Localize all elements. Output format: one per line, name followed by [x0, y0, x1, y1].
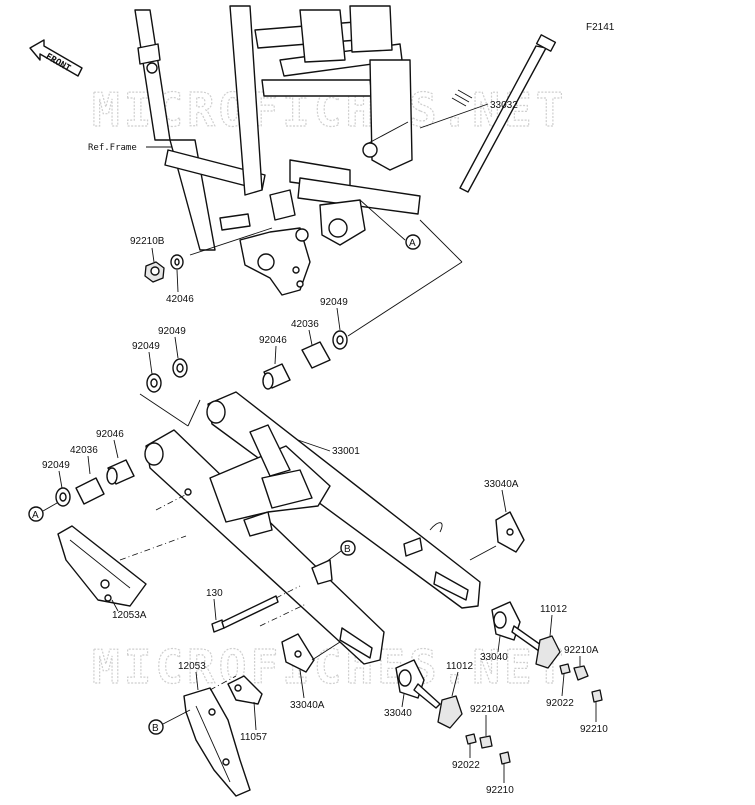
ref-frame-label: Ref.Frame: [88, 143, 137, 153]
block-11012-left: [437, 695, 463, 729]
part-92210a-right: 92210A: [564, 645, 599, 656]
block-11012-right: [535, 635, 561, 669]
part-33040-left: 33040: [384, 708, 412, 719]
watermark-bottom: MICROFICHES.NET: [92, 640, 567, 694]
adjuster-33040-left: [395, 659, 441, 709]
figure-id: F2141: [586, 22, 615, 33]
part-92022-right: 92022: [546, 698, 574, 709]
part-92210-right: 92210: [580, 724, 608, 735]
washer-92022-right: [559, 663, 571, 675]
bolt-130: [211, 595, 279, 633]
frame-assembly: [134, 5, 421, 296]
part-33040a-left: 33040A: [290, 700, 325, 711]
ref-a-top-marker: [405, 234, 421, 250]
part-42046: 42046: [166, 294, 194, 305]
part-12053: 12053: [178, 661, 206, 672]
bracket-11057: [227, 675, 263, 705]
part-92210-left: 92210: [486, 785, 514, 796]
ref-b-bottom-marker: [148, 719, 164, 735]
part-130: 130: [206, 588, 223, 599]
part-92046-left: 92046: [96, 429, 124, 440]
part-11012-left: 11012: [446, 661, 474, 672]
part-92046-right: 92046: [259, 335, 287, 346]
part-42036-left: 42036: [70, 445, 98, 456]
washer-92022-left: [465, 733, 477, 745]
part-92049-left: 92049: [42, 460, 70, 471]
nut-92210b: [144, 261, 165, 283]
part-11012-right: 11012: [540, 604, 568, 615]
part-92210a-left: 92210A: [470, 704, 505, 715]
part-11057: 11057: [240, 732, 268, 743]
ref-b-mid: B: [344, 544, 351, 555]
bracket-mid: [311, 559, 333, 585]
front-arrow-icon: FRONT: [29, 39, 83, 77]
nut-92210-left: [499, 751, 511, 765]
adjuster-33040a-left: [281, 633, 315, 673]
swingarm-33001: [144, 391, 481, 665]
part-33032: 33032: [490, 100, 518, 111]
collar-42036-left: [75, 477, 105, 505]
ref-a-left: A: [32, 510, 39, 521]
ref-b-bottom: B: [152, 723, 159, 734]
nut-92210a-left: [479, 735, 493, 749]
chain-cover-12053: [183, 687, 251, 797]
part-92049-mid1: 92049: [158, 326, 186, 337]
collar-42036-right: [301, 341, 331, 369]
ref-a-left-marker: [28, 506, 44, 522]
part-92049-mid2: 92049: [132, 341, 160, 352]
pivot-shaft: [451, 34, 557, 193]
adjuster-33040a-right: [495, 511, 525, 553]
part-92049-right: 92049: [320, 297, 348, 308]
nut-92210-right: [591, 689, 603, 703]
ref-b-mid-marker: [340, 540, 356, 556]
part-33040a-right: 33040A: [484, 479, 519, 490]
part-12053a: 12053A: [112, 610, 147, 621]
nut-92210a-right: [573, 665, 589, 681]
part-33040-right: 33040: [480, 652, 508, 663]
part-33001: 33001: [332, 446, 360, 457]
part-92210b: 92210B: [130, 236, 165, 247]
ref-a-top: A: [409, 238, 416, 249]
part-42036-right: 42036: [291, 319, 319, 330]
part-92022-left: 92022: [452, 760, 480, 771]
chain-guard-12053a: [57, 525, 147, 607]
